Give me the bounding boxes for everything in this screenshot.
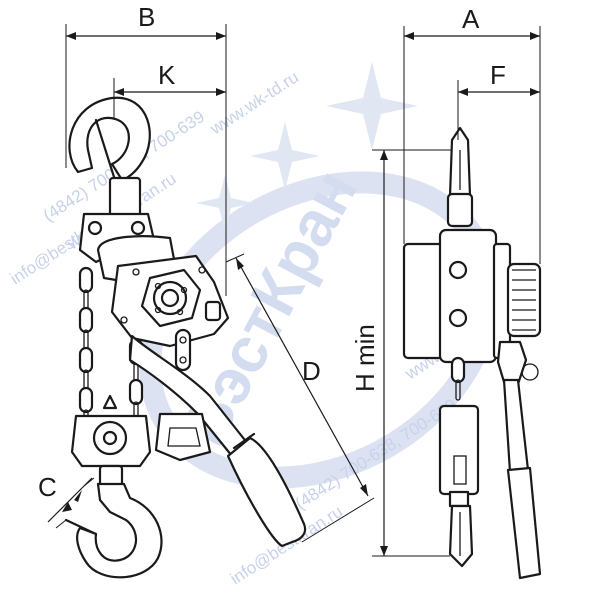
housing-side — [402, 228, 542, 364]
dimension-k: K — [113, 60, 226, 118]
watermark-site: www.wk-td.ru — [206, 67, 302, 139]
dimension-label-b: B — [138, 2, 155, 32]
dimension-c: C — [38, 472, 95, 529]
dimension-label-f: F — [490, 60, 506, 90]
dimension-label-k: K — [158, 60, 176, 90]
top-hook — [68, 96, 151, 220]
dimension-label-c: C — [38, 472, 57, 502]
gear-housing — [110, 254, 230, 372]
watermark-phone: (4842) 700-638, 700-639 — [292, 395, 460, 513]
dimension-label-a: A — [462, 4, 480, 34]
dimension-f: F — [457, 60, 540, 140]
dimension-b: B — [65, 2, 227, 296]
bottom-hook — [64, 482, 163, 579]
lever-side — [496, 340, 542, 580]
side-view: A F H min — [350, 4, 542, 580]
dimension-label-h: H min — [350, 324, 380, 392]
bottom-block — [70, 394, 152, 488]
dimension-a: A — [403, 4, 541, 264]
bottom-block-side — [438, 404, 480, 568]
dimension-d: D — [225, 253, 375, 543]
dimension-label-d: D — [302, 356, 321, 386]
dimension-h: H min — [350, 149, 452, 557]
top-hook-side — [446, 126, 474, 228]
front-view: B K C D — [38, 2, 375, 579]
lever-handle — [128, 334, 307, 548]
chain-anchor — [154, 412, 212, 462]
chain-side — [450, 356, 466, 401]
